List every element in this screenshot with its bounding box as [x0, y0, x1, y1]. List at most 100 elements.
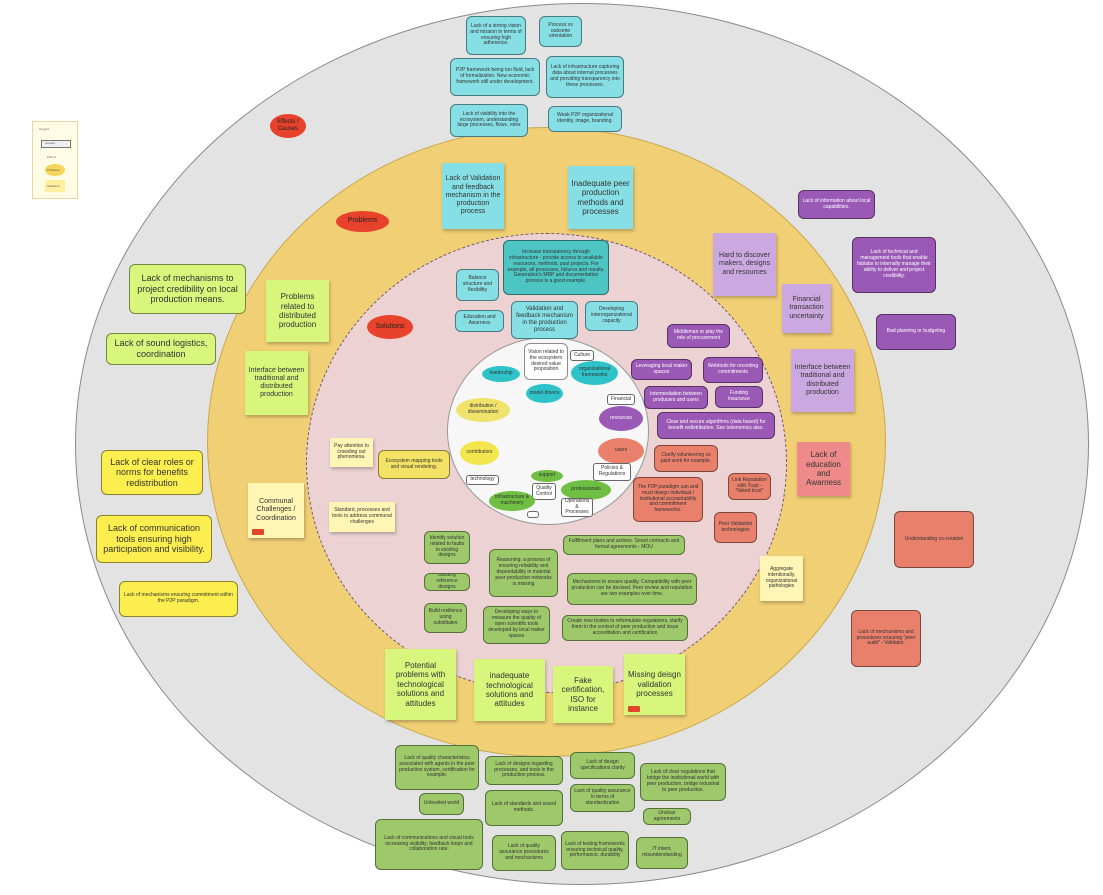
solution-middleman[interactable]: Middleman or play the role of procuremen… — [667, 324, 730, 348]
solution-webtools[interactable]: Webtools for recording commitments — [703, 357, 763, 383]
solution-peer-validation[interactable]: Peer Validation technologies — [714, 512, 757, 543]
core-culture[interactable]: Culture — [570, 350, 594, 361]
problem-validation-feedback[interactable]: Lack of Validation and feedback mechanis… — [442, 163, 504, 229]
solution-reference-designs[interactable]: Building reference designs — [424, 573, 470, 591]
cause-p2p-fluid[interactable]: P2P framework being too fluid, lack of f… — [450, 58, 540, 96]
core-model-drivers[interactable]: model drivers — [526, 384, 563, 403]
solution-identify-faults[interactable]: Identify solution related to faults in e… — [424, 531, 470, 564]
solution-local-maker-spaces[interactable]: Leveraging local maker spaces — [631, 359, 692, 380]
legend-solutions-box — [45, 180, 65, 192]
label-effects-causes[interactable]: Effects / Causes — [270, 114, 306, 138]
cause-quality-characteristics[interactable]: Lack of quality characteristics associat… — [395, 745, 479, 790]
solution-resilience[interactable]: Build resilience using substitutes — [424, 603, 467, 633]
legend-panel[interactable]: Tagged Causes Effects Problems Solutions — [32, 121, 78, 199]
problem-missing-validation-marker — [628, 706, 640, 712]
solution-funding-insurance[interactable]: Funding insurance — [715, 386, 763, 408]
cause-it-intent[interactable]: IT intent, misunderstanding — [636, 837, 688, 869]
cause-clear-roles[interactable]: Lack of clear roles or norms for benefit… — [101, 450, 203, 495]
solution-linked-trust[interactable]: Link Reputation with Trust - "linked tru… — [728, 473, 771, 500]
core-financial[interactable]: Financial — [607, 394, 635, 405]
core-blank-tag[interactable] — [527, 511, 539, 518]
legend-item-solutions: Solutions — [47, 184, 60, 188]
problem-interface-traditional-left[interactable]: Interface between traditional and distri… — [245, 351, 308, 415]
problem-communal-challenges[interactable]: Communal Challenges / Coordination — [248, 483, 304, 538]
core-policies[interactable]: Policies & Regulations — [593, 463, 631, 481]
cause-lack-infrastructure[interactable]: Lack of infrastructure capturing data ab… — [546, 56, 624, 98]
solution-balance-structure[interactable]: Balance structure and flexibility — [456, 269, 499, 301]
cause-commitment[interactable]: Lack of mechanisms ensuring commitment w… — [119, 581, 238, 617]
problem-distributed-production[interactable]: Problems related to distributed producti… — [266, 280, 329, 342]
problem-education-awareness[interactable]: Lack of education and Awarness — [797, 442, 850, 496]
solution-new-bodies[interactable]: Create new bodies to reformulate regulat… — [562, 615, 688, 641]
problem-potential-tech[interactable]: Potential problems with technological so… — [385, 649, 456, 720]
solution-fulfillment-plans[interactable]: Fulfillment plans and actions. Smart con… — [563, 535, 685, 555]
cause-lack-visibility[interactable]: Lack of visibility into the ecosystem, u… — [450, 104, 528, 137]
label-solutions[interactable]: Solutions — [367, 315, 413, 339]
problem-financial-uncertainty[interactable]: Financial transaction uncertainty — [782, 284, 831, 333]
cause-communication-tools[interactable]: Lack of communication tools ensuring hig… — [96, 515, 212, 563]
cause-quality-assurance[interactable]: Lack of quality assurance procedures and… — [492, 835, 556, 871]
solution-interorganizational[interactable]: Developing interorganizational capacity — [585, 301, 638, 331]
solution-measure-quality[interactable]: Developing ways to measure the quality o… — [483, 606, 550, 644]
cause-designs-processes[interactable]: Lack of designs regarding processes, and… — [485, 756, 563, 785]
legend-item-effects: Effects — [47, 155, 57, 159]
solution-volunteering[interactable]: Clarify volunteering vs paid work for ex… — [654, 445, 718, 472]
cause-testing-frameworks[interactable]: Lack of testing frameworks ensuring tech… — [561, 831, 629, 870]
legend-problems-shape — [45, 164, 65, 176]
core-resources[interactable]: resources — [599, 406, 643, 431]
cause-management-tools[interactable]: Lack of technical and management tools t… — [852, 237, 936, 293]
cause-strong-vision[interactable]: Lack of a strong vision and mission in t… — [466, 16, 526, 55]
core-users[interactable]: users — [598, 438, 644, 464]
problem-discover-makers[interactable]: Hard to discover makers, designs and res… — [713, 233, 776, 296]
cause-design-spec[interactable]: Lack of design specifications clarity — [570, 752, 635, 779]
cause-standards[interactable]: Lack of standards and sound methods. — [485, 790, 563, 826]
solution-crowding-out[interactable]: Pay attention to crowding out phenomena. — [330, 438, 373, 467]
core-contributors[interactable]: contributors — [460, 441, 499, 465]
problem-fake-certification[interactable]: Fake certification, ISO for instance — [553, 666, 613, 723]
cause-co-creation[interactable]: Understanding co-creation — [894, 511, 974, 568]
solution-clear-algorithms[interactable]: Clear and secure algorithms (data based)… — [657, 412, 775, 439]
core-operations[interactable]: Operations & Processes — [561, 498, 593, 517]
cause-local-capabilities[interactable]: Lack of information about local capabili… — [798, 190, 875, 219]
legend-item-causes: Causes — [45, 141, 56, 145]
problem-aggregate-pathologies[interactable]: Aggregate intentionally, organizational … — [760, 556, 803, 601]
problem-inadequate-methods[interactable]: Inadequate peer production methods and p… — [568, 166, 633, 229]
cause-unclear-agreements[interactable]: Unclear agreements — [643, 808, 691, 825]
core-infrastructure[interactable]: Infrastructure & machinery — [489, 491, 535, 511]
solution-education[interactable]: Education and Awarness — [455, 310, 504, 332]
cause-clear-regulations[interactable]: Lack of clear regulations that bridge th… — [640, 763, 726, 801]
legend-causes-box — [41, 140, 71, 148]
core-technology[interactable]: technology — [466, 475, 499, 485]
problem-interface-traditional-right[interactable]: Interface between traditional and distri… — [791, 349, 854, 412]
problem-inadequate-tech[interactable]: inadequate technological solutions and a… — [474, 659, 545, 721]
legend-item-problems: Problems — [47, 168, 60, 172]
core-support[interactable]: support — [531, 470, 563, 482]
solution-intermediation[interactable]: Intermediation between producers and use… — [644, 386, 708, 409]
core-leadership[interactable]: leadership — [482, 366, 520, 382]
problem-missing-validation[interactable]: Missing deisgn validation processes — [624, 654, 685, 715]
solution-p2p-accountability[interactable]: The P2P paradigm can and must design ind… — [633, 477, 703, 522]
core-quality-control[interactable]: Quality Control — [532, 483, 556, 500]
solution-validation-feedback[interactable]: Validation and feedback mechanism in the… — [511, 301, 578, 339]
problem-communal-marker — [252, 529, 264, 535]
cause-peer-audit[interactable]: Lack of mechanisms and procedures ensuri… — [851, 610, 921, 667]
solution-reasoning[interactable]: Reasoning: a process of ensuring reliabi… — [489, 549, 558, 597]
solution-ecosystem-mapping[interactable]: Ecosystem mapping tools and visual rende… — [378, 450, 450, 479]
cause-credibility[interactable]: Lack of mechanisms to project credibilit… — [129, 264, 246, 314]
cause-weak-identity[interactable]: Weak P2P organizational identity, image,… — [548, 106, 622, 132]
core-vision[interactable]: Vision related to the ecosystem desired … — [524, 343, 568, 380]
label-problems[interactable]: Problems — [336, 211, 389, 232]
cause-process-orientation[interactable]: Process vs outcome orientation — [539, 16, 582, 47]
cause-communication-visual[interactable]: Lack of communications and visual tools … — [375, 819, 483, 870]
core-distribution[interactable]: distribution / dissemination — [456, 398, 510, 422]
solution-transparency[interactable]: Increase transparency through infrastruc… — [503, 240, 609, 295]
solution-ensure-quality[interactable]: Mechanisms to ensure quality. Compatibil… — [567, 573, 697, 605]
legend-item-tagged: Tagged — [39, 127, 49, 131]
cause-unleveled-world[interactable]: Unleveled world — [419, 793, 464, 815]
cause-bad-planning[interactable]: Bad planning or budgeting — [876, 314, 956, 350]
core-professionals[interactable]: professionals — [561, 480, 611, 500]
solution-standard-processes[interactable]: Standard, processes and tools to address… — [329, 502, 395, 532]
cause-logistics[interactable]: Lack of sound logistics, coordination — [106, 333, 216, 365]
core-org-frameworks[interactable]: organizational frameworks — [571, 361, 618, 385]
cause-quality-standardization[interactable]: Lack of quality assurance in terms of st… — [570, 784, 635, 812]
